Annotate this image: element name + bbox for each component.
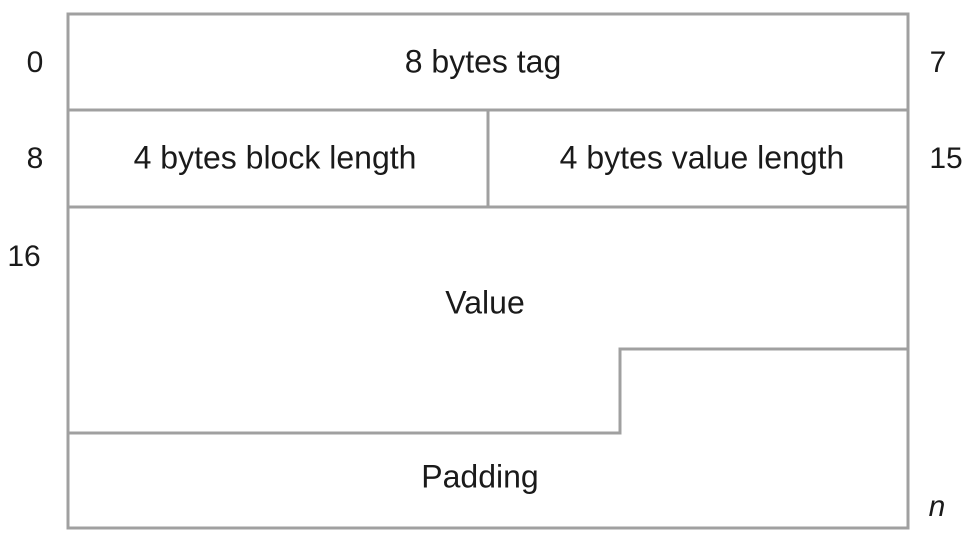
outer-frame (66, 12, 910, 530)
value-length-field-label: 4 bytes value length (560, 139, 845, 175)
offset-row2-start: 8 (27, 142, 44, 175)
value-padding-boundary (68, 347, 908, 435)
padding-field-label: Padding (421, 458, 538, 494)
offset-end: n (929, 490, 946, 523)
tag-field-label: 8 bytes tag (405, 43, 562, 79)
offset-row3-start: 16 (7, 240, 40, 273)
offset-row1-end: 7 (930, 46, 947, 79)
offset-row2-end: 15 (929, 142, 962, 175)
value-field-label: Value (445, 284, 524, 320)
block-length-field-label: 4 bytes block length (134, 139, 417, 175)
offset-row1-start: 0 (27, 46, 44, 79)
